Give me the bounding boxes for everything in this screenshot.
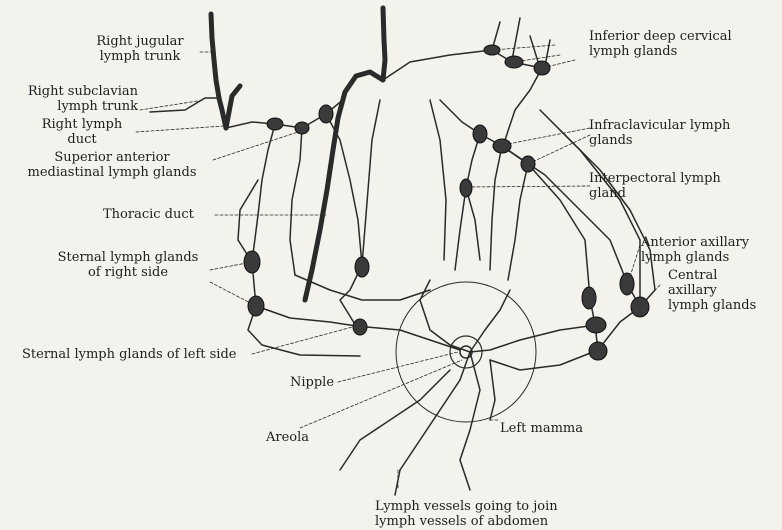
left-mamma-outline (396, 282, 536, 422)
right-lymph-duct (219, 86, 240, 128)
gland-interpectoral (460, 179, 472, 197)
gland-central-axillary (589, 342, 607, 360)
thoracic-duct (305, 72, 383, 300)
label-thoracic-duct: Thoracic duct (103, 207, 194, 222)
gland-infraclavicular (493, 139, 511, 153)
gland-sternal-left (353, 319, 367, 335)
gland-anterior-axillary (620, 273, 634, 295)
label-areola: Areola (266, 430, 309, 445)
gland-anterior-axillary (582, 287, 596, 309)
label-sternal-left: Sternal lymph glands of left side (22, 347, 236, 362)
gland-infraclavicular (521, 156, 535, 172)
gland-superior-mediastinal (267, 118, 283, 130)
right-jugular-trunk (211, 14, 219, 98)
gland-inferior-deep-cervical (484, 45, 500, 55)
gland-sternal-right (248, 296, 264, 316)
label-left-mamma: Left mamma (500, 421, 583, 436)
gland-inferior-deep-cervical (534, 61, 550, 75)
gland-inferior-deep-cervical (505, 56, 523, 68)
gland-superior-mediastinal (295, 122, 309, 134)
gland-infraclavicular (473, 125, 487, 143)
gland-superior-mediastinal (319, 105, 333, 123)
left-jugular-trunk (383, 8, 385, 80)
gland-sternal-right (244, 251, 260, 273)
gland-sternal-left (355, 257, 369, 277)
gland-central-axillary (586, 317, 606, 333)
gland-central-axillary (631, 297, 649, 317)
label-nipple: Nipple (290, 375, 334, 390)
